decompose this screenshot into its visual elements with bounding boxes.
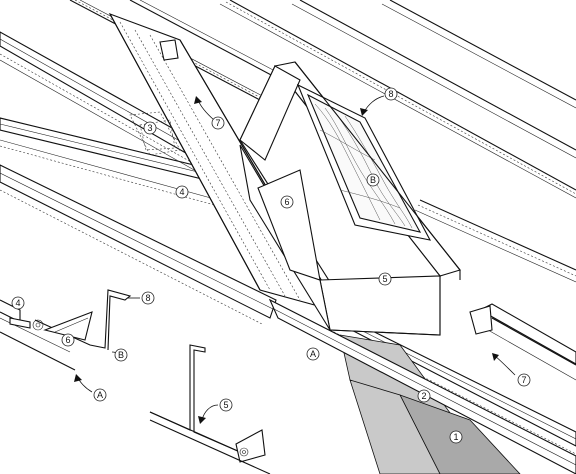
svg-text:8: 8	[145, 293, 150, 303]
svg-text:7: 7	[215, 118, 220, 128]
callout-6-detail: 6	[61, 333, 75, 347]
svg-text:6: 6	[284, 197, 289, 207]
callout-7-right: 7	[517, 373, 531, 387]
skylight-curb	[239, 61, 461, 336]
callout-3: 3	[143, 121, 157, 135]
svg-text:A: A	[97, 390, 103, 400]
callout-5-main: 5	[378, 272, 392, 286]
svg-text:8: 8	[388, 89, 393, 99]
callout-leaders	[194, 95, 516, 376]
svg-text:7: 7	[521, 375, 526, 385]
concealed-clip	[129, 111, 181, 156]
svg-text:2: 2	[421, 391, 426, 401]
callout-1: 1	[449, 430, 463, 444]
detail-leaders	[74, 297, 219, 424]
svg-text:1: 1	[453, 432, 458, 442]
callout-b-main: B	[366, 173, 380, 187]
callout-5-detail: 5	[219, 398, 233, 412]
callout-a-main: A	[306, 347, 320, 361]
callout-8-top: 8	[384, 87, 398, 101]
callout-2: 2	[417, 389, 431, 403]
callout-a-detail: A	[93, 388, 107, 402]
svg-text:B: B	[370, 175, 376, 185]
callout-8-detail: 8	[141, 291, 155, 305]
svg-text:6: 6	[65, 335, 70, 345]
svg-text:5: 5	[223, 400, 228, 410]
svg-text:4: 4	[179, 187, 184, 197]
detail-section-left	[0, 289, 132, 371]
svg-text:3: 3	[147, 123, 152, 133]
detail-section-middle	[149, 344, 271, 474]
svg-text:5: 5	[382, 274, 387, 284]
callout-7-left: 7	[211, 116, 225, 130]
svg-text:4: 4	[15, 298, 20, 308]
callout-4-detail: 4	[11, 296, 25, 310]
svg-text:B: B	[118, 350, 124, 360]
callout-4-main: 4	[175, 185, 189, 199]
svg-text:A: A	[310, 349, 316, 359]
callout-6-main: 6	[280, 195, 294, 209]
lower-rib	[268, 298, 576, 474]
callout-b-detail: B	[114, 348, 128, 362]
